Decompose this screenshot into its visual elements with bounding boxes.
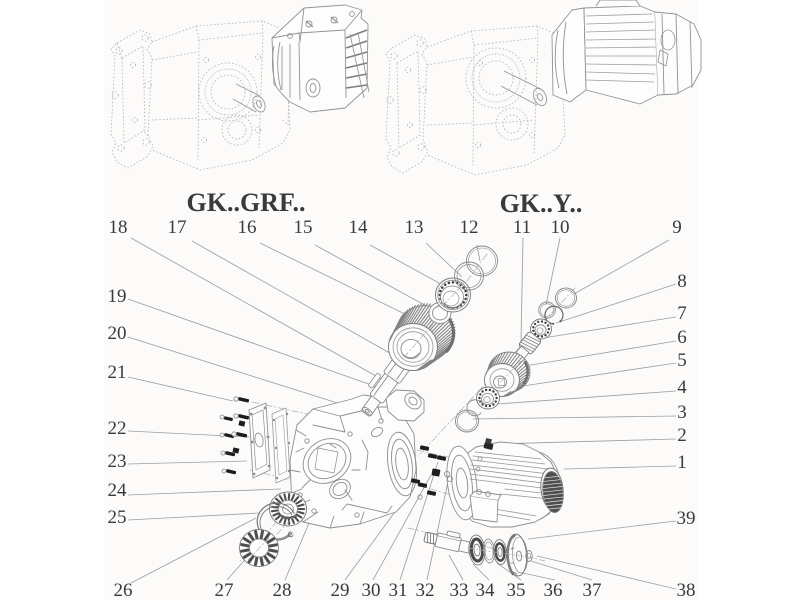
svg-text:32: 32	[416, 580, 435, 600]
svg-text:2: 2	[677, 425, 687, 446]
svg-text:27: 27	[215, 580, 234, 600]
svg-text:1: 1	[677, 452, 687, 473]
svg-text:7: 7	[677, 303, 687, 324]
svg-text:13: 13	[405, 217, 424, 238]
svg-text:35: 35	[507, 580, 526, 600]
svg-text:20: 20	[108, 323, 127, 344]
svg-text:12: 12	[460, 217, 479, 238]
svg-text:29: 29	[331, 580, 350, 600]
svg-text:3: 3	[677, 402, 687, 423]
svg-text:26: 26	[114, 580, 133, 600]
svg-text:GK..Y..: GK..Y..	[500, 189, 583, 218]
svg-text:31: 31	[389, 580, 408, 600]
svg-text:16: 16	[238, 217, 257, 238]
svg-text:14: 14	[349, 217, 369, 238]
svg-text:34: 34	[476, 580, 496, 600]
svg-text:18: 18	[109, 217, 128, 238]
svg-text:21: 21	[108, 362, 127, 383]
svg-text:9: 9	[672, 217, 682, 238]
svg-text:36: 36	[544, 580, 563, 600]
svg-text:19: 19	[108, 286, 127, 307]
svg-text:25: 25	[108, 507, 127, 528]
svg-text:8: 8	[677, 271, 687, 292]
svg-text:23: 23	[108, 451, 127, 472]
svg-text:28: 28	[273, 580, 292, 600]
svg-text:6: 6	[677, 327, 687, 348]
svg-text:15: 15	[294, 217, 313, 238]
svg-text:22: 22	[108, 418, 127, 439]
svg-text:10: 10	[551, 217, 570, 238]
svg-text:30: 30	[362, 580, 381, 600]
svg-text:24: 24	[108, 480, 128, 501]
svg-text:5: 5	[677, 350, 687, 371]
svg-text:17: 17	[168, 217, 187, 238]
svg-text:4: 4	[677, 377, 687, 398]
svg-text:39: 39	[677, 508, 696, 529]
svg-text:GK..GRF..: GK..GRF..	[187, 188, 306, 217]
svg-text:11: 11	[513, 217, 531, 238]
svg-text:33: 33	[450, 580, 469, 600]
svg-text:37: 37	[583, 580, 602, 600]
svg-text:38: 38	[677, 580, 696, 600]
